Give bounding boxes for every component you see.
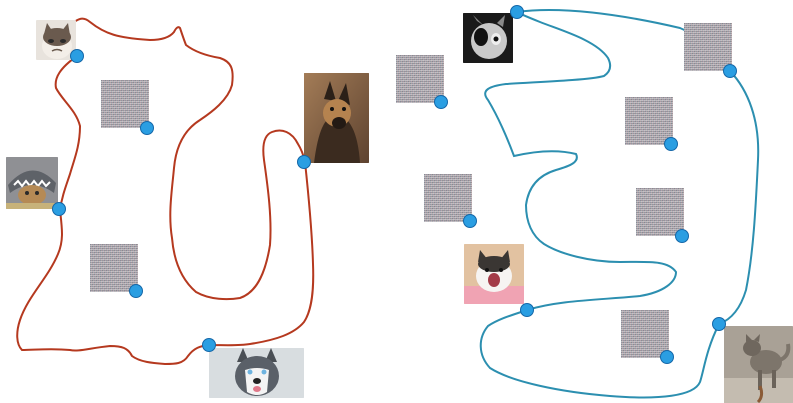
husky-photo [209,348,304,398]
noise-tile [396,55,444,103]
shouting-cat-photo [464,244,524,304]
node-marker [723,64,737,78]
noise-tile [101,80,149,128]
grumpy-cat-photo [36,20,76,60]
node-marker [675,229,689,243]
node-marker [202,338,216,352]
noise-tile [625,97,673,145]
left-cat-outline [16,17,315,366]
noise-tile [90,244,138,292]
node-marker [664,137,678,151]
noise-tile [636,188,684,236]
node-marker [520,303,534,317]
node-marker [52,202,66,216]
noise-tile [424,174,472,222]
node-marker [463,214,477,228]
right-zigzag-outline [479,8,760,399]
node-marker [712,317,726,331]
german-shepherd-photo [304,73,369,163]
node-marker [140,121,154,135]
dark-cat-photo [463,13,513,63]
node-marker [70,49,84,63]
node-marker [297,155,311,169]
noise-tile [621,310,669,358]
node-marker [510,5,524,19]
node-marker [434,95,448,109]
noise-tile [684,23,732,71]
node-marker [660,350,674,364]
shark-costume-cat-photo [6,157,58,209]
walking-cat-photo [724,326,793,403]
node-marker [129,284,143,298]
